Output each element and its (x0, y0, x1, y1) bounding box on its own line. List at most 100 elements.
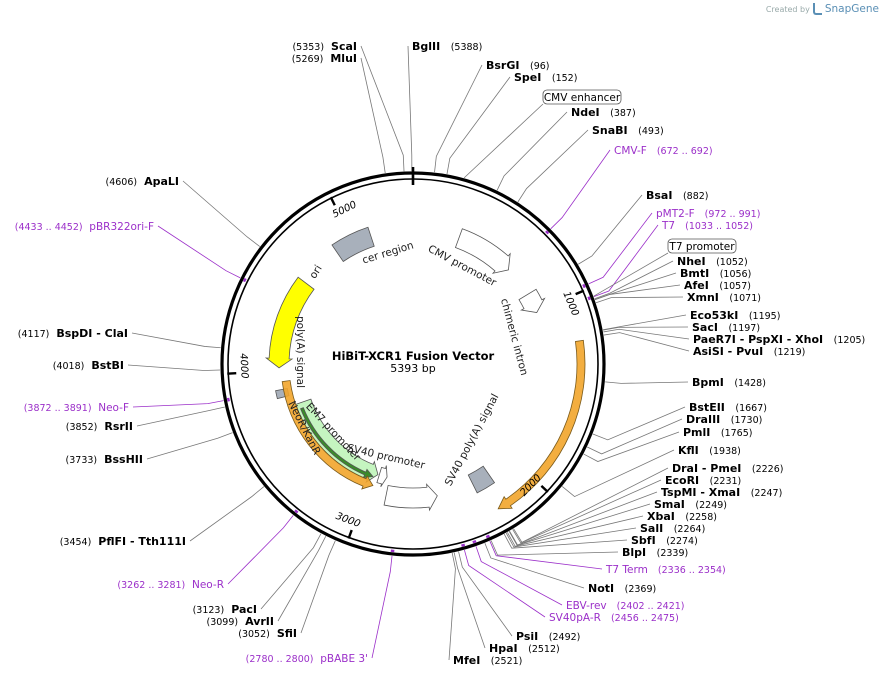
enzyme-leader (189, 486, 265, 542)
enzyme-name: NotI (588, 582, 614, 595)
enzyme-name: ScaI (331, 40, 357, 53)
enzyme-position: (882) (683, 191, 709, 202)
primer-leader (489, 540, 603, 570)
enzyme-leader (595, 296, 684, 304)
tick-mark (575, 289, 585, 296)
enzyme-name: BsrGI (486, 59, 519, 72)
primer-label: (4433 .. 4452) pBR322ori-F (15, 221, 154, 233)
enzyme-name: RsrII (104, 420, 133, 433)
primer-leader (132, 400, 224, 408)
snapgene-name: SnapGene (824, 3, 879, 15)
enzyme-position: (1056) (720, 269, 752, 280)
primer-leader (227, 515, 294, 585)
snapgene-branding: Created by SnapGene (766, 3, 879, 15)
primer-name: Neo-R (192, 579, 224, 591)
enzyme-label: (3123) PacI (193, 603, 257, 616)
primer-range: (2456 .. 2475) (611, 613, 679, 624)
enzyme-position: (2226) (752, 464, 784, 475)
enzyme-leader (505, 527, 637, 548)
enzyme-label: DraI - PmeI (2226) (672, 462, 783, 475)
enzyme-position: (3733) (66, 455, 98, 466)
enzyme-position: (1667) (735, 403, 767, 414)
enzyme-leader (146, 432, 233, 460)
enzyme-label: (3099) AvrII (207, 615, 275, 628)
enzyme-position: (1219) (774, 347, 806, 358)
enzyme-leader (136, 406, 225, 427)
enzyme-position: (2231) (710, 476, 742, 487)
enzyme-position: (2492) (549, 632, 581, 643)
primer-leader (475, 546, 563, 606)
feature-neo-inner (300, 407, 374, 479)
primer-label: (3872 .. 3891) Neo-F (24, 402, 129, 414)
primer-leader (371, 555, 393, 659)
enzyme-leader (484, 542, 585, 589)
enzyme-name: PacI (231, 603, 257, 616)
enzyme-label: BsaI (882) (646, 189, 709, 202)
enzyme-position: (3123) (193, 605, 225, 616)
enzyme-position: (1938) (709, 446, 741, 457)
enzyme-name: AsiSI - PvuI (693, 345, 763, 358)
enzyme-label: NheI (1052) (677, 255, 748, 268)
feature-cer-region (331, 226, 375, 263)
primer-site-mark (472, 539, 477, 544)
feature-sv40-poly-a-signal (467, 465, 496, 494)
primer-name: EBV-rev (566, 600, 607, 612)
enzyme-position: (2512) (528, 644, 560, 655)
enzyme-position: (3099) (207, 617, 239, 628)
feature-outer-orange-left (281, 380, 374, 490)
primer-label: (2780 .. 2800) pBABE 3' (246, 653, 368, 665)
enzyme-label: BglII (5388) (412, 40, 482, 53)
feature-box-label: T7 promoter (668, 241, 735, 253)
enzyme-name: EcoRI (665, 474, 699, 487)
enzyme-leader (517, 129, 589, 203)
enzyme-label: PmlI (1765) (683, 426, 752, 439)
enzyme-name: NheI (677, 255, 706, 268)
enzyme-position: (4606) (105, 177, 137, 188)
feature-name-label: poly(A) signal (294, 316, 306, 388)
snapgene-logo-icon (812, 3, 822, 15)
enzyme-label: (3852) RsrII (66, 420, 133, 433)
enzyme-name: BspDI - ClaI (56, 327, 128, 340)
enzyme-position: (2249) (695, 500, 727, 511)
feature-em7-promoter (376, 465, 388, 488)
enzyme-name: BssHII (104, 453, 143, 466)
primer-range: (2402 .. 2421) (617, 601, 685, 612)
primer-name: pMT2-F (656, 208, 695, 220)
enzyme-position: (2258) (685, 512, 717, 523)
primer-label: T7 Term (2336 .. 2354) (605, 564, 726, 576)
enzyme-position: (1428) (734, 378, 766, 389)
enzyme-name: DraIII (686, 413, 720, 426)
enzyme-label: XbaI (2258) (647, 510, 717, 523)
primer-label: EBV-rev (2402 .. 2421) (566, 600, 685, 612)
primer-leader (464, 549, 546, 618)
enzyme-position: (1195) (749, 311, 781, 322)
enzyme-position: (4117) (18, 329, 50, 340)
enzyme-leader (594, 284, 681, 301)
enzyme-leader (360, 57, 386, 174)
enzyme-leader (458, 551, 513, 637)
feature-box-label: CMV enhancer (544, 92, 621, 104)
enzyme-name: PmlI (683, 426, 710, 439)
primer-range: (2780 .. 2800) (246, 654, 314, 665)
enzyme-label: BlpI (2339) (622, 546, 688, 559)
enzyme-position: (1205) (834, 335, 866, 346)
primer-leader (593, 224, 659, 297)
primer-range: (3262 .. 3281) (117, 580, 185, 591)
enzyme-name: SpeI (514, 71, 541, 84)
enzyme-leader (360, 45, 405, 172)
enzyme-label: (4018) BstBI (53, 359, 124, 372)
center-title: HiBiT-XCR1 Fusion Vector 5393 bp (332, 349, 495, 375)
enzyme-position: (5269) (292, 54, 324, 65)
enzyme-position: (5353) (292, 42, 324, 53)
enzyme-leader (561, 449, 675, 498)
enzyme-name: HpaI (489, 642, 518, 655)
enzyme-leader (434, 64, 483, 173)
enzyme-leader (603, 332, 690, 352)
primer-site-mark (485, 534, 490, 539)
enzyme-name: BstBI (91, 359, 124, 372)
primer-name: T7 (661, 220, 675, 232)
enzyme-name: MluI (330, 52, 357, 65)
enzyme-label: AsiSI - PvuI (1219) (693, 345, 805, 358)
enzyme-name: SfiI (277, 627, 297, 640)
primer-site-mark (294, 509, 299, 514)
